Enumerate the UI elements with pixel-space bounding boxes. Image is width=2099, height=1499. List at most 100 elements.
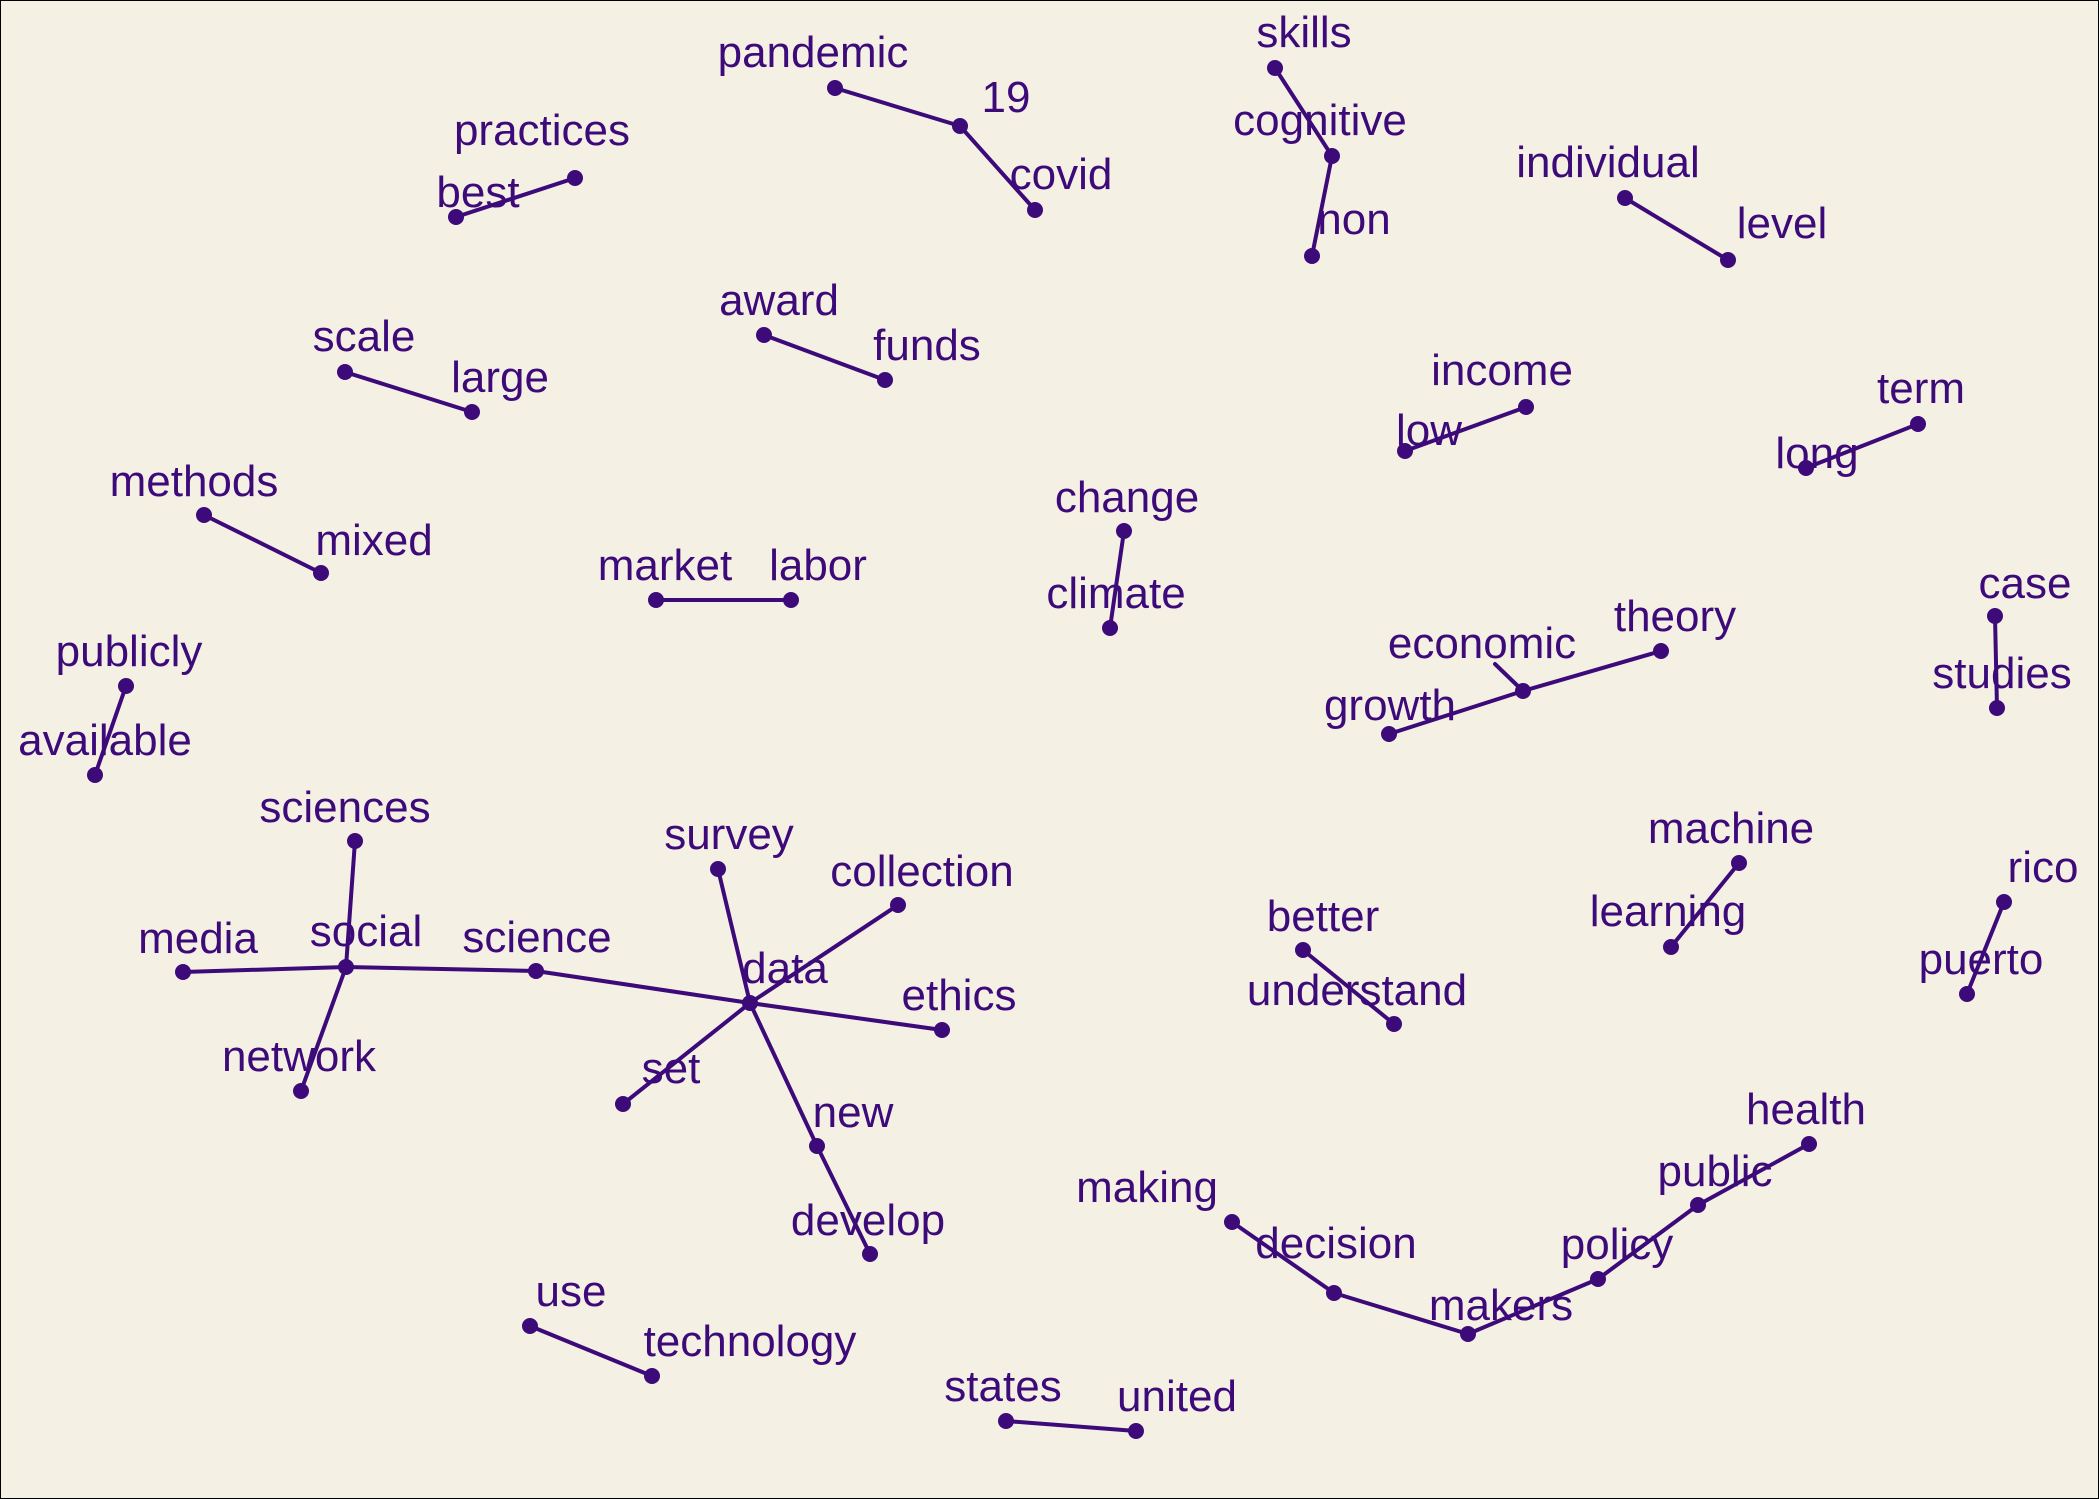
node-scale	[337, 364, 353, 380]
node-label-change: change	[1055, 473, 1199, 522]
edge-data-collection	[748, 903, 900, 1005]
node-pandemic	[827, 80, 843, 96]
node-case	[1987, 608, 2003, 624]
node-label-climate: climate	[1046, 569, 1185, 618]
node-label-use: use	[536, 1267, 607, 1316]
edge-survey-data	[716, 867, 752, 1005]
node-long	[1798, 460, 1814, 476]
node-label-level: level	[1737, 199, 1828, 248]
node-label-best: best	[436, 168, 519, 217]
edge-policy-makers	[1466, 1277, 1600, 1336]
edge-machine-learning	[1669, 861, 1741, 949]
edge-scale-large	[343, 370, 474, 414]
node-award	[756, 327, 772, 343]
node-methods	[196, 507, 212, 523]
node-growth	[1381, 726, 1397, 742]
node-market	[648, 592, 664, 608]
node-label-publicly: publicly	[56, 627, 203, 676]
edge-data-set	[621, 1001, 752, 1106]
node-label-rico: rico	[2008, 843, 2079, 892]
edge-data-ethics	[748, 1001, 944, 1032]
edge-use-technology	[528, 1324, 654, 1378]
node-practices	[567, 170, 583, 186]
edge-data-new	[748, 1001, 819, 1148]
node-health	[1801, 1136, 1817, 1152]
node-develop	[862, 1246, 878, 1262]
edge-19-covid	[958, 124, 1037, 212]
node-label-media: media	[138, 914, 258, 963]
edge-layer	[93, 66, 2006, 1433]
node-better	[1295, 942, 1311, 958]
node-label-learning: learning	[1590, 887, 1747, 936]
node-label-public: public	[1658, 1147, 1773, 1196]
node-label-data: data	[742, 944, 828, 993]
node-label-making: making	[1076, 1163, 1218, 1212]
node-learning	[1663, 939, 1679, 955]
node-mixed	[313, 565, 329, 581]
node-survey	[710, 861, 726, 877]
node-label-term: term	[1877, 364, 1965, 413]
edge-decision-making	[1230, 1220, 1336, 1295]
node-network	[293, 1083, 309, 1099]
edge-award-funds	[762, 333, 887, 382]
node-makers	[1460, 1326, 1476, 1342]
node-label-practices: practices	[454, 106, 630, 155]
node-label-available: available	[18, 716, 192, 765]
edge-publicly-available	[93, 684, 128, 777]
node-understand	[1386, 1016, 1402, 1032]
node-label-pandemic: pandemic	[718, 28, 909, 77]
node-change	[1116, 523, 1132, 539]
node-puerto	[1959, 986, 1975, 1002]
node-large	[464, 404, 480, 420]
edge-health-public	[1696, 1142, 1811, 1207]
node-term	[1910, 416, 1926, 432]
node-label-funds: funds	[873, 321, 981, 370]
node-label-market: market	[598, 541, 732, 590]
node-label-united: united	[1117, 1372, 1237, 1421]
node-label-set: set	[642, 1044, 701, 1093]
node-label-develop: develop	[791, 1196, 945, 1245]
node-label-methods: methods	[110, 457, 279, 506]
node-label-science: science	[462, 913, 611, 962]
node-sciences	[347, 833, 363, 849]
node-science	[528, 963, 544, 979]
node-use	[522, 1318, 538, 1334]
node-ethics	[934, 1022, 950, 1038]
node-publicly	[118, 678, 134, 694]
edge-new-develop	[815, 1144, 872, 1256]
node-skills	[1267, 60, 1283, 76]
node-label-large: large	[451, 353, 549, 402]
edge-states-united	[1004, 1419, 1138, 1433]
node-machine	[1731, 855, 1747, 871]
node-climate	[1102, 620, 1118, 636]
node-label-understand: understand	[1247, 966, 1467, 1015]
node-label-skills: skills	[1256, 8, 1351, 57]
node-label-case: case	[1979, 559, 2072, 608]
node-label-technology: technology	[644, 1317, 857, 1366]
edge-best-practices	[454, 176, 577, 219]
node-label-covid: covid	[1010, 150, 1113, 199]
node-label-puerto: puerto	[1919, 935, 2044, 984]
edge-pandemic-19	[833, 86, 962, 128]
node-states	[998, 1413, 1014, 1429]
node-label-network: network	[222, 1032, 377, 1081]
node-label-cognitive: cognitive	[1233, 96, 1407, 145]
edge-rico-puerto	[1965, 900, 2006, 996]
node-label-collection: collection	[830, 847, 1013, 896]
node-label-low: low	[1396, 406, 1462, 455]
node-non	[1304, 248, 1320, 264]
edge-low-income	[1403, 405, 1528, 453]
node-label-individual: individual	[1516, 138, 1699, 187]
edge-cognitive-non	[1310, 154, 1334, 258]
node-theory	[1653, 643, 1669, 659]
node-label-economic: economic	[1388, 619, 1576, 668]
node-label-machine: machine	[1648, 804, 1814, 853]
node-funds	[877, 372, 893, 388]
node-label-sciences: sciences	[259, 783, 430, 832]
node-label-scale: scale	[313, 312, 416, 361]
node-making	[1224, 1214, 1240, 1230]
node-label-income: income	[1431, 346, 1573, 395]
node-economic	[1515, 683, 1531, 699]
node-label-ethics: ethics	[902, 971, 1017, 1020]
node-united	[1128, 1423, 1144, 1439]
